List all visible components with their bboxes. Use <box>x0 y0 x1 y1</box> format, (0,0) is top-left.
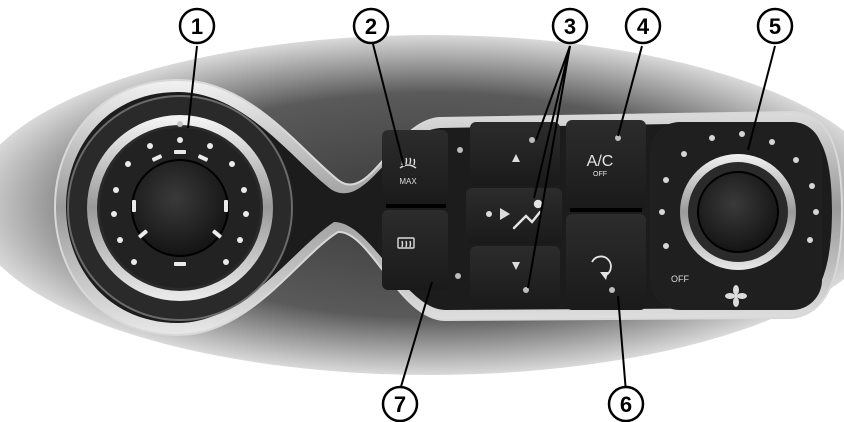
callout-3: 3 <box>551 7 589 45</box>
temperature-scale <box>111 137 249 266</box>
svg-text:7: 7 <box>394 392 406 417</box>
air-distribution-icon <box>512 199 543 230</box>
arrow-right-icon <box>500 208 510 220</box>
svg-text:4: 4 <box>637 14 650 39</box>
arrow-down-icon <box>512 262 520 270</box>
vent-indicator-top <box>529 137 535 143</box>
svg-text:1: 1 <box>191 14 203 39</box>
ac-button[interactable]: A/C OFF <box>566 120 646 212</box>
recirculation-indicator <box>609 287 615 293</box>
callout-5: 5 <box>756 7 794 45</box>
callout-1: 1 <box>178 7 216 45</box>
callout-7: 7 <box>381 385 419 422</box>
callout-4: 4 <box>624 7 662 45</box>
air-distribution-down-button[interactable] <box>470 246 560 308</box>
fan-speed-scale <box>659 131 819 249</box>
fan-off-label: OFF <box>671 274 689 284</box>
recirculation-icon <box>591 255 612 280</box>
rear-defrost-button[interactable] <box>382 210 461 290</box>
svg-text:3: 3 <box>564 14 576 39</box>
arrow-up-icon <box>512 154 520 162</box>
svg-text:6: 6 <box>620 392 632 417</box>
callout-6: 6 <box>607 385 645 422</box>
rear-defrost-icon <box>397 237 415 249</box>
fan-icon <box>725 285 747 307</box>
max-defrost-button[interactable]: MAX <box>382 130 463 208</box>
svg-text:5: 5 <box>769 14 781 39</box>
max-label: MAX <box>399 177 417 186</box>
vent-indicator-mid <box>486 211 492 217</box>
vent-indicator-bottom <box>523 287 529 293</box>
ac-label: A/C <box>587 153 614 170</box>
callout-2: 2 <box>352 7 390 45</box>
leader-lines <box>187 43 776 393</box>
temperature-dial[interactable] <box>67 95 293 321</box>
ac-indicator <box>615 135 621 141</box>
svg-text:2: 2 <box>365 14 377 39</box>
recirculation-button[interactable] <box>566 214 646 310</box>
air-distribution-mode-button[interactable] <box>466 188 562 244</box>
max-defrost-indicator <box>457 147 463 153</box>
fan-speed-dial[interactable]: OFF <box>650 122 822 310</box>
ac-off-label: OFF <box>593 171 607 178</box>
rear-defrost-indicator <box>455 273 461 279</box>
